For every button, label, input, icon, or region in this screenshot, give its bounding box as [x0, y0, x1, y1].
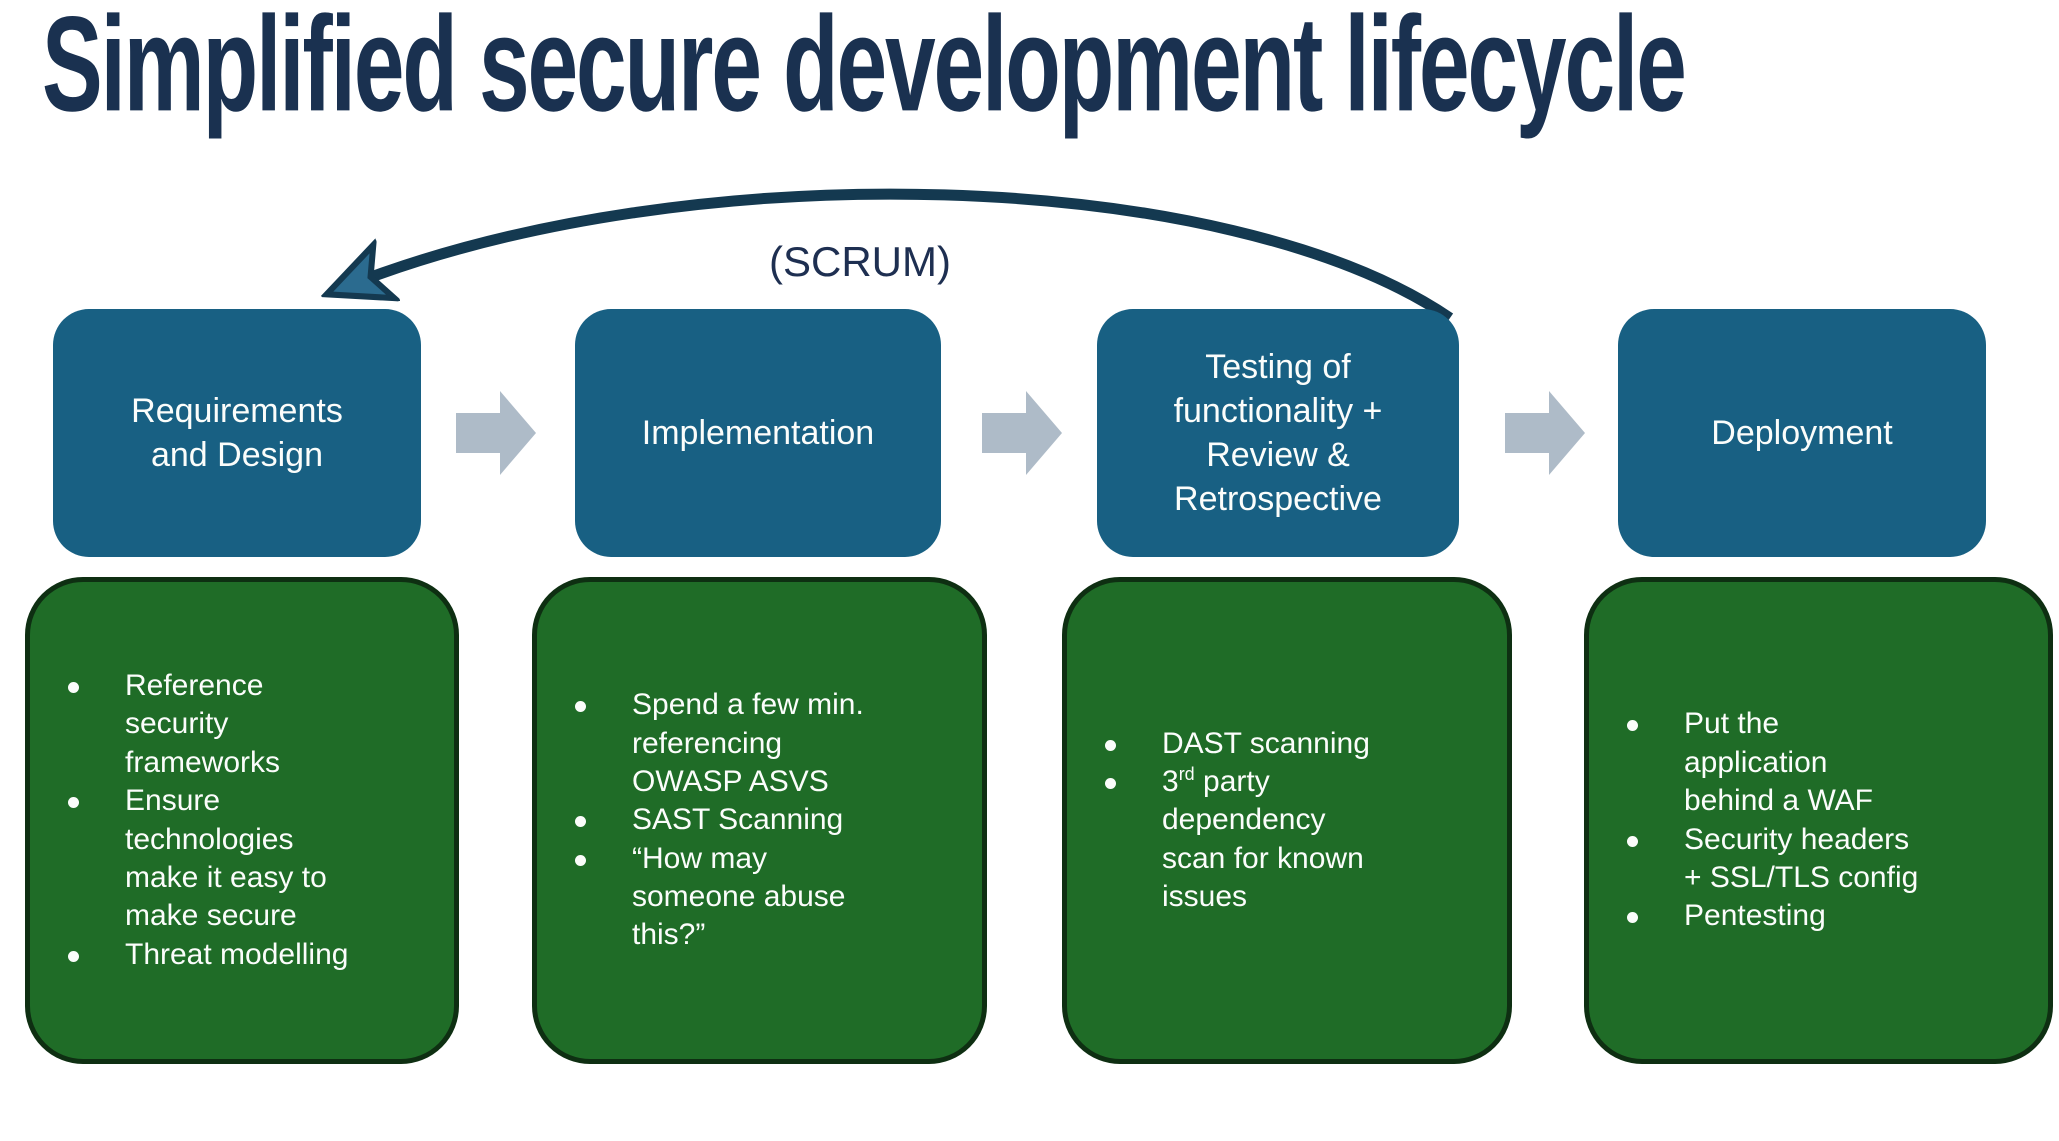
slide-title: Simplified secure development lifecycle	[42, 0, 1687, 140]
stage-label: Implementation	[641, 413, 875, 452]
bullet-dot-icon	[1105, 739, 1116, 751]
bullet-item: DAST scanning	[1105, 725, 1370, 763]
scrum-label: (SCRUM)	[769, 238, 951, 285]
stage-label: Testing of functionality + Review & Retr…	[1173, 347, 1383, 519]
bullet-text: Spend a few min. referencing OWASP ASVS	[632, 688, 864, 798]
bullet-dot-icon	[1627, 835, 1638, 847]
flow-arrow-icon	[982, 391, 1062, 475]
flow-arrow-icon	[456, 391, 536, 475]
bullet-text: Reference security frameworks	[125, 668, 281, 779]
bullet-item: Threat modelling	[68, 936, 348, 974]
bullet-text-part: 3	[1162, 764, 1179, 798]
bullet-item: Reference security frameworks	[68, 667, 280, 782]
bullet-text: SAST Scanning	[632, 803, 844, 837]
bullet-dot-icon	[575, 701, 586, 713]
bullet-text: Threat modelling	[125, 937, 349, 971]
bullet-item: Ensure technologies make it easy to make…	[68, 782, 327, 936]
practices-box-implementation: Spend a few min. referencing OWASP ASVS …	[532, 577, 987, 1064]
bullet-dot-icon	[1627, 912, 1638, 924]
bullet-text-part: party dependency scan for known issues	[1162, 764, 1364, 914]
bullet-text: 3rd party dependency scan for known issu…	[1162, 763, 1364, 917]
bullet-item: 3rd party dependency scan for known issu…	[1105, 763, 1364, 917]
practices-box-requirements-design: Reference security frameworks Ensure tec…	[25, 577, 459, 1064]
bullet-dot-icon	[68, 950, 79, 962]
bullet-text: DAST scanning	[1162, 726, 1370, 760]
bullet-dot-icon	[68, 681, 79, 693]
bullet-item: SAST Scanning	[575, 801, 843, 839]
bullet-item: Put the application behind a WAF	[1627, 705, 1873, 820]
bullet-dot-icon	[575, 816, 586, 828]
bullet-dot-icon	[68, 797, 79, 809]
stage-label: Deployment	[1711, 413, 1893, 452]
stage-box-requirements-design: Requirements and Design	[53, 309, 421, 557]
bullet-text: Ensure technologies make it easy to make…	[125, 784, 327, 933]
bullet-dot-icon	[1627, 720, 1638, 732]
bullet-text: “How may someone abuse this?”	[632, 841, 846, 952]
practices-box-testing-review: DAST scanning 3rd party dependency scan …	[1062, 577, 1512, 1064]
flow-arrow-icon	[1505, 391, 1585, 475]
scrum-loop-arrow	[0, 188, 1454, 323]
bullet-text-superscript: rd	[1178, 763, 1195, 784]
bullet-item: Security headers + SSL/TLS config	[1627, 821, 1918, 898]
stage-box-deployment: Deployment	[1618, 309, 1986, 557]
stage-label: Requirements and Design	[131, 391, 343, 474]
bullet-text: Put the application behind a WAF	[1684, 707, 1873, 818]
bullet-dot-icon	[1105, 777, 1116, 789]
practices-box-deployment: Put the application behind a WAF Securit…	[1584, 577, 2053, 1064]
stage-box-implementation: Implementation	[575, 309, 941, 557]
bullet-dot-icon	[575, 854, 586, 866]
bullet-item: “How may someone abuse this?”	[575, 840, 846, 955]
bullet-item: Spend a few min. referencing OWASP ASVS	[575, 686, 864, 801]
bullet-text: Pentesting	[1684, 899, 1826, 933]
bullet-text: Security headers + SSL/TLS config	[1684, 822, 1919, 894]
bullet-item: Pentesting	[1627, 897, 1826, 935]
stage-box-testing-review: Testing of functionality + Review & Retr…	[1097, 309, 1459, 557]
